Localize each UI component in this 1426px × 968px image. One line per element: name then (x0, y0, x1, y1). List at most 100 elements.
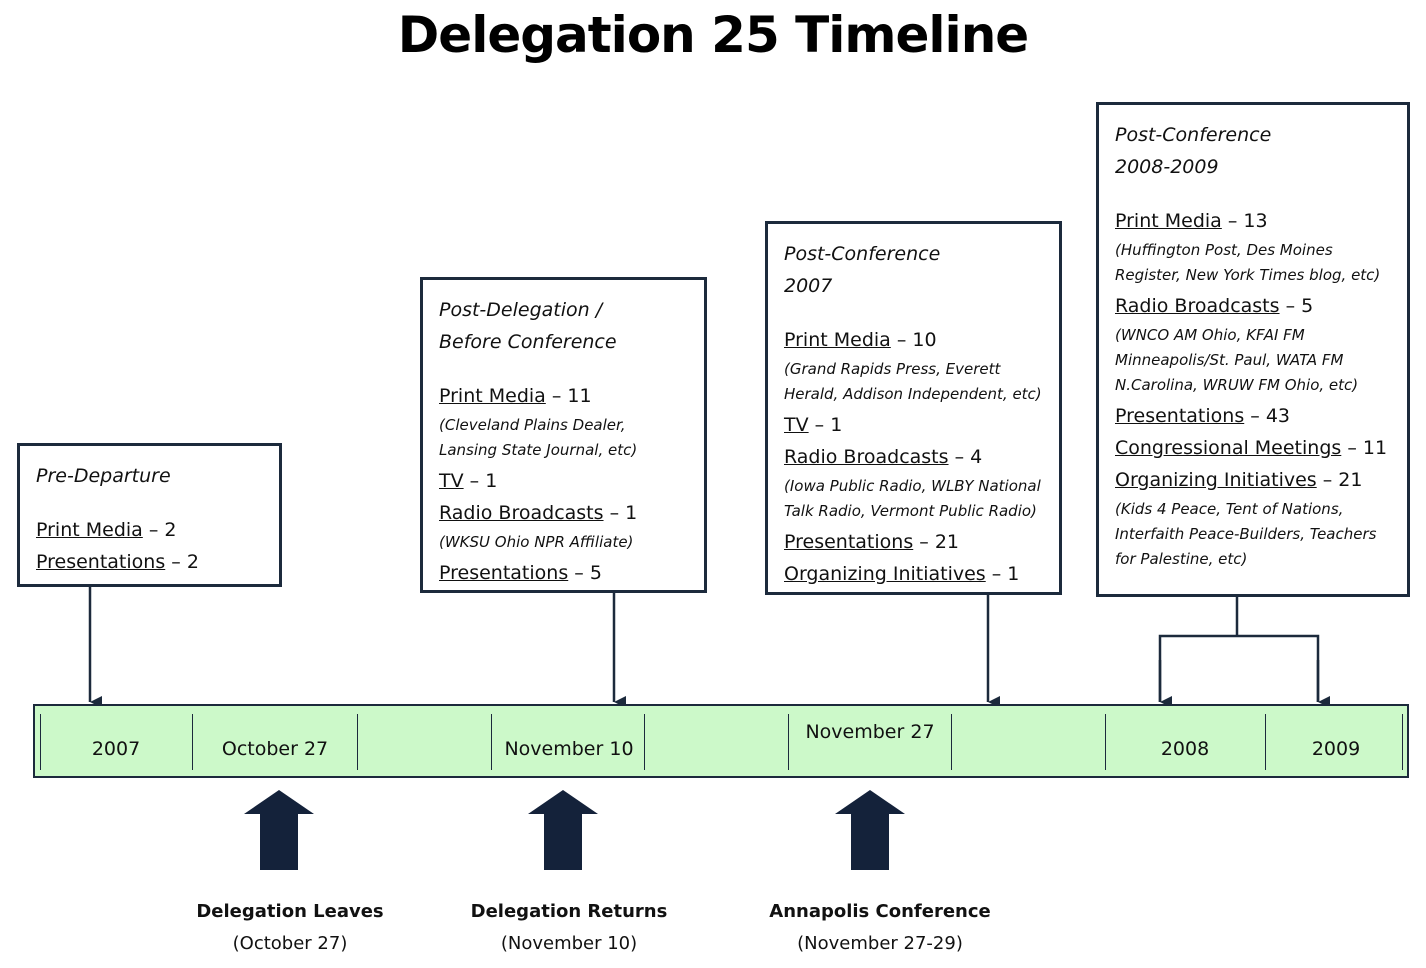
box-row: Presentations – 5 (439, 557, 688, 589)
row-value: – 43 (1244, 405, 1290, 427)
event-date: (November 10) (500, 933, 638, 954)
row-label: Presentations (784, 531, 914, 553)
diagram-title: Delegation 25 Timeline (397, 6, 1029, 64)
row-note: (Cleveland Plains Dealer, Lansing State … (439, 416, 638, 459)
box-post-conference-2007: Post-Conference 2007 Print Media – 10 (G… (765, 221, 1062, 595)
row-value: – 1 (985, 563, 1020, 585)
row-value: – 21 (1316, 469, 1363, 491)
row-label: Congressional Meetings (1115, 437, 1342, 459)
box-row: Print Media – 13 (1115, 205, 1391, 237)
timeline-label-2007: 2007 (91, 738, 141, 760)
row-label: Print Media (36, 519, 143, 541)
event-delegation-leaves: Delegation Leaves (October 27) (196, 896, 383, 960)
box-post-delegation: Post-Delegation / Before Conference Prin… (420, 277, 707, 593)
row-note: (Kids 4 Peace, Tent of Nations, Interfai… (1115, 500, 1377, 568)
timeline-tick (951, 714, 952, 770)
row-value: – 11 (545, 385, 592, 407)
row-note: (Huffington Post, Des Moines Register, N… (1115, 241, 1381, 284)
timeline-label-2008: 2008 (1160, 738, 1210, 760)
timeline-tick (1265, 714, 1266, 770)
box-row: Organizing Initiatives – 21 (1115, 464, 1391, 496)
row-note: (Grand Rapids Press, Everett Herald, Add… (784, 360, 1042, 403)
event-arrow-annapolis-conference (835, 790, 905, 870)
box-heading-line: 2008-2009 (1115, 156, 1219, 178)
timeline-tick (788, 714, 789, 770)
box-heading-line: Post-Delegation / (439, 299, 603, 321)
connector-2008-2009-bracket (1158, 634, 1320, 702)
timeline-tick (40, 714, 41, 770)
timeline-tick (192, 714, 193, 770)
box-row: Congressional Meetings – 11 (1115, 432, 1391, 464)
event-arrow-delegation-returns (528, 790, 598, 870)
box-row: Radio Broadcasts – 1 (439, 497, 688, 529)
timeline-label-october-27: October 27 (221, 738, 329, 760)
row-value: – 1 (603, 502, 638, 524)
timeline-label-2009: 2009 (1311, 738, 1361, 760)
row-label: TV (439, 470, 464, 492)
timeline-tick (644, 714, 645, 770)
timeline-label-november-10: November 10 (504, 738, 634, 760)
timeline-tick (357, 714, 358, 770)
box-heading: Post-Delegation / Before Conference (439, 294, 688, 358)
row-label: Radio Broadcasts (1115, 295, 1280, 317)
row-value: – 2 (142, 519, 177, 541)
row-value: – 5 (1279, 295, 1314, 317)
timeline-tick (1402, 714, 1403, 770)
box-heading: Post-Conference 2007 (784, 238, 1043, 302)
row-note: (Iowa Public Radio, WLBY National Talk R… (784, 477, 1041, 520)
row-label: Radio Broadcasts (784, 446, 949, 468)
event-date: (October 27) (232, 933, 348, 954)
box-row: Presentations – 2 (36, 546, 263, 578)
event-date: (November 27-29) (797, 933, 963, 954)
box-heading: Pre-Departure (36, 460, 263, 492)
row-value: – 4 (948, 446, 983, 468)
box-row: Print Media – 11 (439, 380, 688, 412)
box-heading-line: Pre-Departure (36, 465, 171, 487)
row-label: Presentations (439, 562, 569, 584)
box-post-conference-2008-2009: Post-Conference 2008-2009 Print Media – … (1096, 102, 1410, 597)
box-heading-line: 2007 (784, 275, 833, 297)
box-heading-line: Before Conference (439, 331, 617, 353)
box-row: Print Media – 10 (784, 324, 1043, 356)
row-label: Presentations (36, 551, 166, 573)
row-label: Organizing Initiatives (1115, 469, 1317, 491)
row-label: TV (784, 414, 809, 436)
event-delegation-returns: Delegation Returns (November 10) (471, 896, 668, 960)
event-name: Delegation Leaves (196, 901, 384, 922)
event-name: Annapolis Conference (769, 901, 991, 922)
row-value: – 1 (808, 414, 843, 436)
box-pre-departure: Pre-Departure Print Media – 2 Presentati… (17, 443, 282, 587)
box-heading-line: Post-Conference (784, 243, 941, 265)
row-note: (WNCO AM Ohio, KFAI FM Minneapolis/St. P… (1115, 326, 1359, 394)
row-label: Presentations (1115, 405, 1245, 427)
row-value: – 21 (913, 531, 959, 553)
row-label: Radio Broadcasts (439, 502, 604, 524)
box-row: Radio Broadcasts – 5 (1115, 290, 1391, 322)
box-row: TV – 1 (784, 409, 1043, 441)
timeline-label-november-27: November 27 (805, 721, 935, 743)
row-value: – 5 (568, 562, 602, 584)
box-row: Presentations – 21 (784, 526, 1043, 558)
event-name: Delegation Returns (470, 901, 668, 922)
row-value: – 13 (1221, 210, 1268, 232)
row-value: – 1 (463, 470, 498, 492)
box-row: Radio Broadcasts – 4 (784, 441, 1043, 473)
timeline-tick (1105, 714, 1106, 770)
row-note: (WKSU Ohio NPR Affiliate) (439, 533, 634, 551)
box-row: Organizing Initiatives – 1 (784, 558, 1043, 590)
row-label: Print Media (1115, 210, 1222, 232)
row-value: – 2 (165, 551, 199, 573)
event-arrow-delegation-leaves (244, 790, 314, 870)
box-row: Print Media – 2 (36, 514, 263, 546)
row-value: – 11 (1341, 437, 1388, 459)
timeline-bar: 2007 October 27 November 10 November 27 … (33, 704, 1409, 778)
row-label: Print Media (784, 329, 891, 351)
event-annapolis-conference: Annapolis Conference (November 27-29) (769, 896, 990, 960)
box-row: TV – 1 (439, 465, 688, 497)
timeline-tick (491, 714, 492, 770)
row-value: – 10 (890, 329, 937, 351)
box-heading: Post-Conference 2008-2009 (1115, 119, 1391, 183)
row-label: Print Media (439, 385, 546, 407)
box-heading-line: Post-Conference (1115, 124, 1272, 146)
